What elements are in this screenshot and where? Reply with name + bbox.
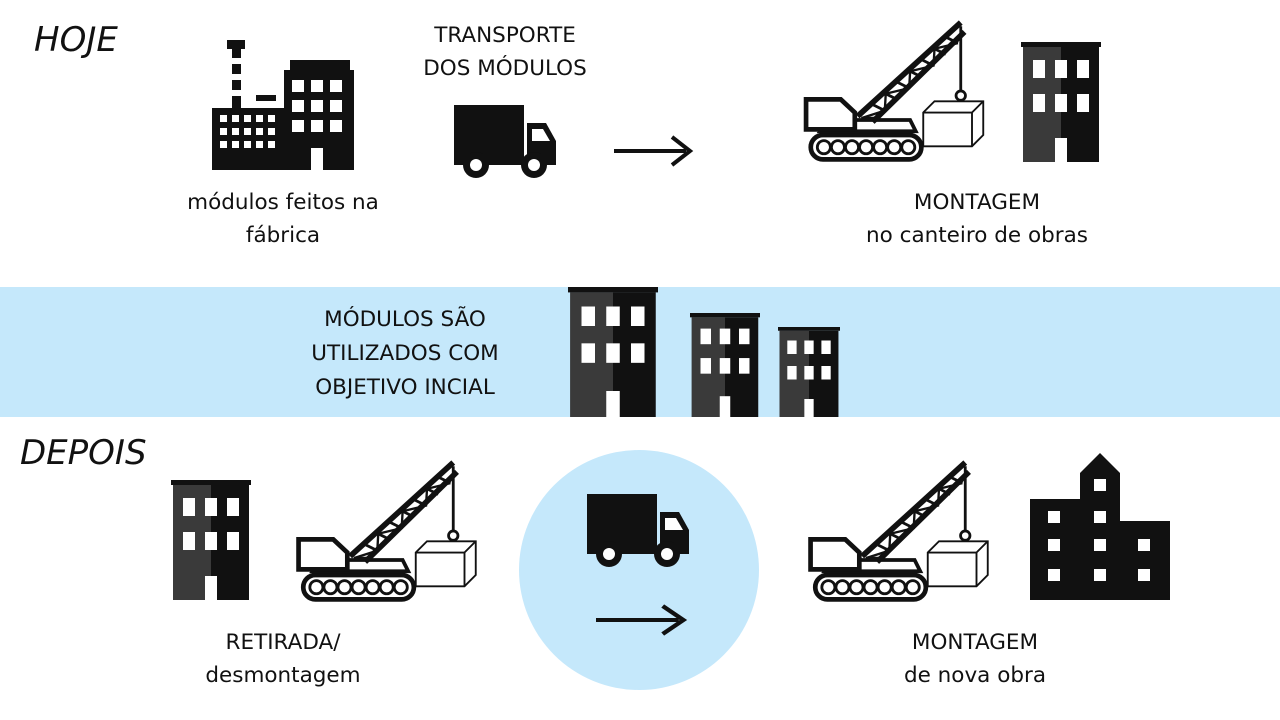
assembly-caption: MONTAGEM no canteiro de obras (866, 190, 1088, 248)
building-icon (778, 327, 840, 417)
factory-caption: módulos feitos na fábrica (187, 190, 379, 248)
arrow-right-icon (612, 135, 692, 167)
usage-caption: MÓDULOS SÃO UTILIZADOS COM OBJETIVO INCI… (311, 307, 499, 400)
factory-icon (212, 40, 354, 170)
tall-building-icon (1030, 453, 1170, 600)
arrow-right-icon (596, 605, 688, 637)
section-title-today: HOJE (34, 20, 118, 60)
building-icon (568, 287, 658, 417)
building-icon (690, 313, 760, 417)
crane-icon (292, 455, 487, 605)
transport-caption: TRANSPORTE DOS MÓDULOS (423, 23, 587, 81)
truck-icon (587, 494, 689, 567)
building-icon (1021, 42, 1101, 162)
crane-icon (804, 455, 999, 605)
building-icon (171, 480, 251, 600)
truck-icon (454, 105, 556, 178)
removal-caption: RETIRADA/ desmontagem (205, 630, 361, 688)
transport-circle (519, 450, 759, 690)
section-title-later: DEPOIS (20, 433, 147, 473)
new-assembly-caption: MONTAGEM de nova obra (903, 630, 1047, 688)
crane-icon (797, 15, 997, 165)
